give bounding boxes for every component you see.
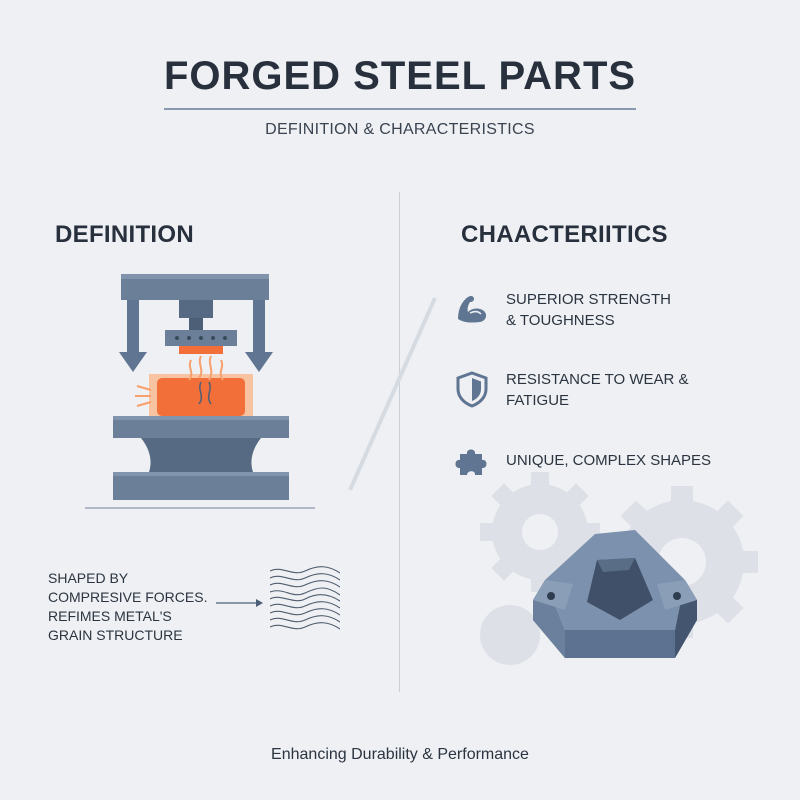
page-title: FORGED STEEL PARTS xyxy=(163,54,637,98)
slash-decoration xyxy=(348,297,437,491)
arrow-right-icon xyxy=(216,599,263,607)
characteristic-item: RESISTANCE TO WEAR & FATIGUE xyxy=(452,369,689,411)
puzzle-piece-icon xyxy=(455,449,487,475)
grain-structure-icon xyxy=(270,566,340,630)
definition-line: REFIMES METAL'S xyxy=(48,608,172,624)
characteristic-text: RESISTANCE TO WEAR & xyxy=(506,371,689,388)
flexed-arm-icon xyxy=(458,295,487,323)
characteristic-text: SUPERIOR STRENGTH xyxy=(506,291,672,308)
definition-description: SHAPED BY COMPRESIVE FORCES. REFIMES MET… xyxy=(48,569,223,645)
forged-part-icon xyxy=(533,530,697,658)
characteristic-item: SUPERIOR STRENGTH & TOUGHNESS xyxy=(452,289,671,331)
characteristic-text: UNIQUE, COMPLEX SHAPES xyxy=(506,452,712,469)
characteristic-text: & TOUGHNESS xyxy=(506,312,615,329)
page-subtitle: DEFINITION & CHARACTERISTICS xyxy=(265,121,535,138)
title-underline xyxy=(164,108,636,110)
forging-press-icon xyxy=(85,274,315,509)
characteristics-heading: CHAACTERIITICS xyxy=(461,221,668,248)
definition-heading: DEFINITION xyxy=(55,221,194,248)
definition-line: SHAPED BY xyxy=(48,570,129,586)
shield-icon xyxy=(456,371,488,408)
footer-tagline: Enhancing Durability & Performance xyxy=(271,746,529,763)
characteristic-text: FATIGUE xyxy=(506,392,570,409)
definition-line: COMPRESIVE FORCES. xyxy=(48,589,208,605)
column-divider xyxy=(399,192,400,692)
characteristic-item: UNIQUE, COMPLEX SHAPES xyxy=(452,442,711,482)
definition-line: GRAIN STRUCTURE xyxy=(48,627,183,643)
